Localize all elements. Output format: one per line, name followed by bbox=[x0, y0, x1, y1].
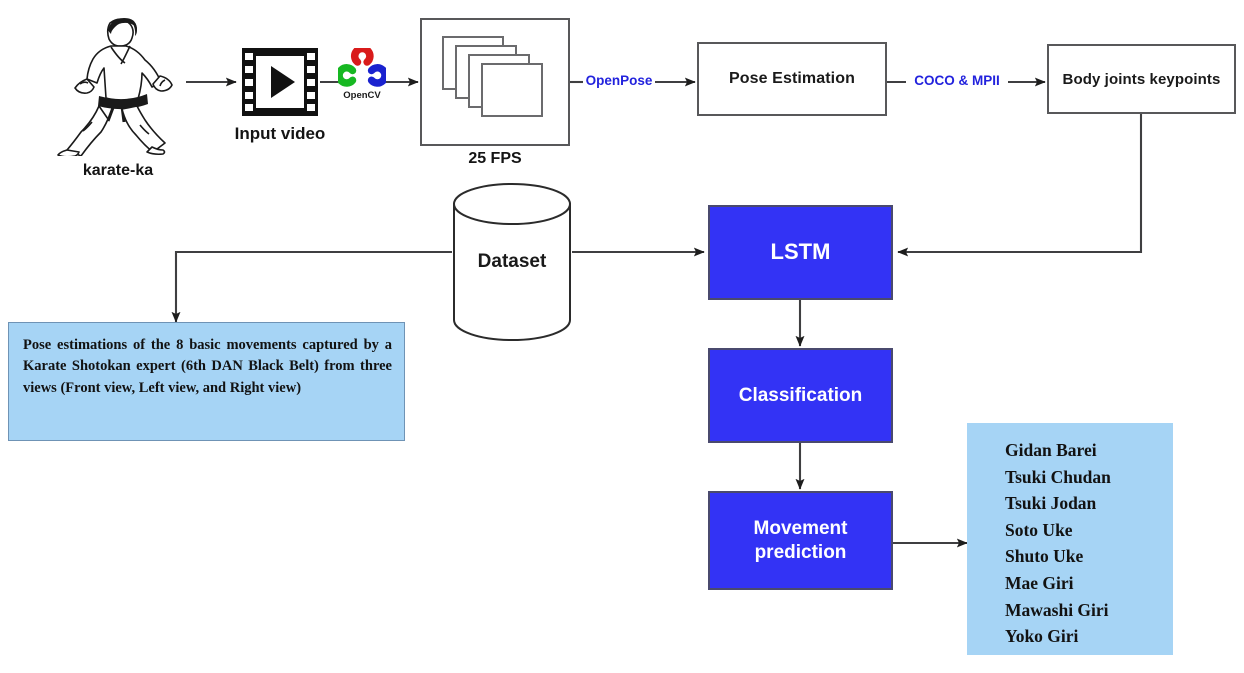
edge-label-coco-mpii: COCO & MPII bbox=[906, 73, 1008, 88]
pose-estimation-label: Pose Estimation bbox=[729, 70, 855, 87]
input-video-caption: Input video bbox=[234, 124, 326, 143]
movement-item: Gidan Barei bbox=[1005, 440, 1097, 460]
opencv-logo-icon: OpenCV bbox=[335, 44, 389, 101]
lstm-box: LSTM bbox=[708, 205, 893, 300]
dataset-label: Dataset bbox=[477, 251, 547, 272]
movement-prediction-line1: Movement bbox=[753, 518, 848, 540]
movement-item: Mae Giri bbox=[1005, 572, 1074, 593]
movement-item: Mawashi Giri bbox=[1005, 599, 1109, 620]
movement-item: Shuto Uke bbox=[1005, 546, 1084, 567]
movement-prediction-label: Movement prediction bbox=[754, 517, 848, 563]
frame-card bbox=[481, 63, 543, 117]
karateka-caption: karate-ka bbox=[82, 162, 154, 179]
dataset-description-text: Pose estimations of the 8 basic movement… bbox=[23, 337, 392, 396]
fps-caption: 25 FPS bbox=[468, 150, 522, 167]
opencv-wordmark: OpenCV bbox=[343, 90, 381, 101]
movement-prediction-line2: prediction bbox=[754, 541, 847, 563]
input-video-icon bbox=[240, 46, 320, 118]
cylinder-icon bbox=[453, 183, 571, 341]
classification-box: Classification bbox=[708, 348, 893, 443]
movement-item: Soto Uke bbox=[1005, 519, 1073, 540]
lstm-label: LSTM bbox=[770, 239, 831, 265]
edge-label-openpose: OpenPose bbox=[583, 73, 655, 88]
video-frames-box bbox=[420, 18, 570, 146]
karateka-figure bbox=[48, 6, 188, 158]
movement-prediction-box: Movement prediction bbox=[708, 491, 893, 590]
movement-item: Tsuki Chudan bbox=[1005, 466, 1111, 487]
classification-label: Classification bbox=[738, 384, 863, 406]
movement-item: Tsuki Jodan bbox=[1005, 493, 1097, 514]
body-joints-keypoints-label: Body joints keypoints bbox=[1062, 70, 1221, 88]
film-strip-play-icon bbox=[242, 48, 318, 116]
dataset-description-note: Pose estimations of the 8 basic movement… bbox=[8, 322, 405, 441]
predicted-movements-note: Gidan Barei Tsuki Chudan Tsuki Jodan Sot… bbox=[967, 423, 1173, 655]
opencv-logo: OpenCV bbox=[335, 44, 389, 104]
karateka-figure-icon bbox=[57, 18, 173, 158]
movement-item: Yoko Giri bbox=[1005, 626, 1079, 647]
pose-estimation-box: Pose Estimation bbox=[697, 42, 887, 116]
dataset-cylinder: Dataset bbox=[452, 182, 572, 342]
body-joints-keypoints-box: Body joints keypoints bbox=[1047, 44, 1236, 114]
